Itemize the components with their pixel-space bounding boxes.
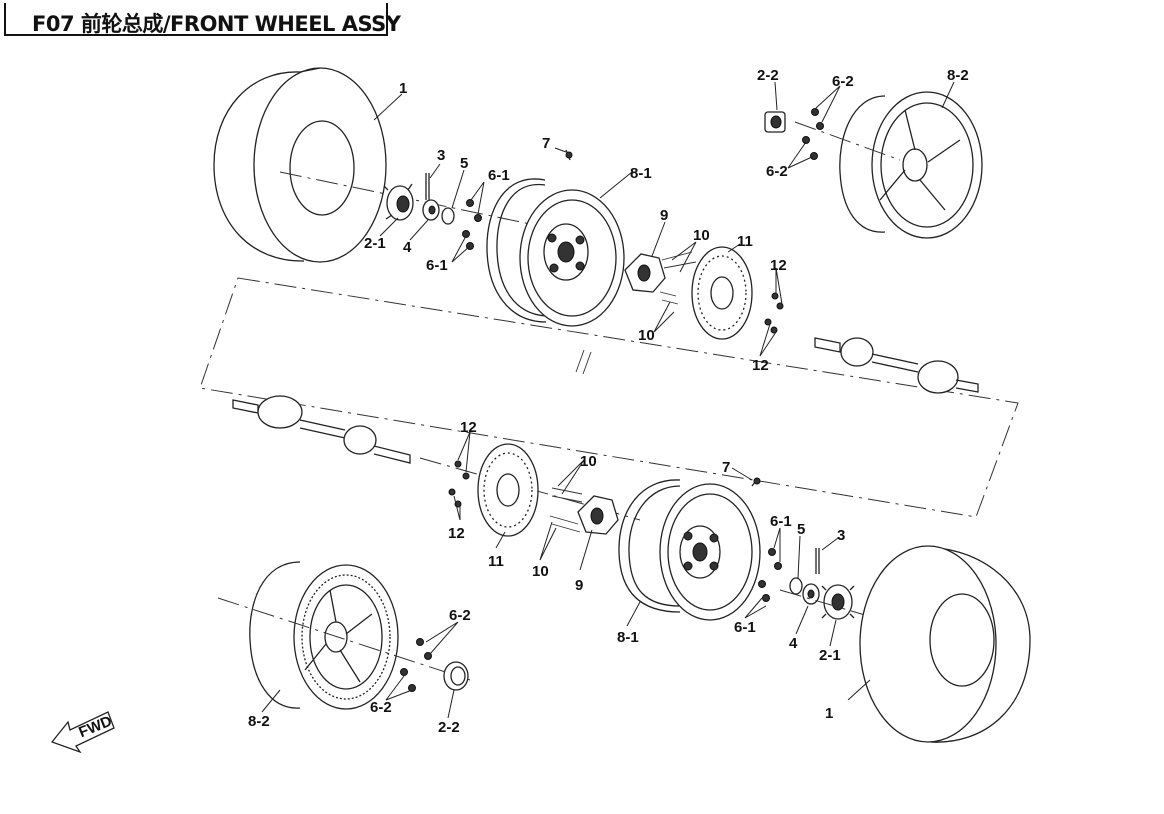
- alloy-wheel-upper: [839, 91, 983, 239]
- frame-break-mark: [575, 349, 592, 375]
- axle-line-alloy-lower: [217, 597, 471, 681]
- axle-line-alloy-upper: [794, 121, 901, 161]
- hub-studs-lower: [549, 487, 583, 533]
- wheel-hub-lower: [577, 495, 619, 535]
- callout-2-1: 2-1: [819, 647, 841, 664]
- steel-wheel-upper: [486, 178, 625, 327]
- lug-nuts-lower: [758, 548, 782, 602]
- callout-6-1: 6-1: [770, 513, 792, 530]
- callout-2-1: 2-1: [364, 235, 386, 252]
- callout-6-1: 6-1: [488, 167, 510, 184]
- callout-10: 10: [638, 327, 655, 344]
- washer-upper: [441, 207, 455, 225]
- callout-1: 1: [825, 705, 833, 722]
- callout-12: 12: [752, 357, 769, 374]
- fwd-arrow-icon: FWD: [50, 711, 115, 754]
- callout-7: 7: [722, 459, 730, 476]
- brake-disc-lower: [477, 443, 539, 537]
- drive-shaft-lower: [232, 395, 411, 464]
- lug-nuts-alloy-upper: [802, 108, 824, 160]
- center-cap-lower: [443, 661, 469, 691]
- callout-4: 4: [789, 635, 798, 652]
- disc-bolts-upper: [764, 292, 784, 334]
- hub-cap-lower: [821, 584, 855, 620]
- callout-8-1: 8-1: [617, 629, 639, 646]
- callout-5: 5: [797, 521, 805, 538]
- callout-1: 1: [399, 80, 407, 97]
- castle-nut-lower: [802, 583, 820, 605]
- callout-11: 11: [737, 233, 753, 250]
- callout-6-2: 6-2: [832, 73, 854, 90]
- callout-11: 11: [488, 553, 504, 570]
- callout-9: 9: [660, 207, 668, 224]
- tire-upper: [213, 67, 387, 263]
- callout-12: 12: [770, 257, 787, 274]
- callout-8-1: 8-1: [630, 165, 652, 182]
- tire-lower: [859, 545, 1031, 743]
- castle-nut-upper: [422, 199, 440, 221]
- callout-12: 12: [448, 525, 465, 542]
- callout-6-2: 6-2: [766, 163, 788, 180]
- callout-4: 4: [403, 239, 412, 256]
- hub-cap-upper: [383, 183, 414, 221]
- callout-labels: 1 3 5 6-1 6-1 2-1 4 7 8-1 9 10 10 11 12 …: [248, 67, 969, 736]
- leader-lines: [261, 81, 955, 719]
- callout-3: 3: [837, 527, 845, 544]
- alloy-wheel-lower: [249, 561, 399, 710]
- callout-6-2: 6-2: [449, 607, 471, 624]
- callout-9: 9: [575, 577, 583, 594]
- callout-8-2: 8-2: [947, 67, 969, 84]
- callout-8-2: 8-2: [248, 713, 270, 730]
- callout-12: 12: [460, 419, 477, 436]
- callout-3: 3: [437, 147, 445, 164]
- callout-10: 10: [580, 453, 597, 470]
- washer-lower: [789, 577, 803, 595]
- steel-wheel-lower: [618, 479, 761, 621]
- brake-disc-upper: [691, 246, 753, 340]
- assembly-link-frame: [199, 277, 1019, 518]
- wheel-hub-upper: [624, 253, 666, 293]
- callout-6-1: 6-1: [734, 619, 756, 636]
- lug-nuts-upper: [462, 199, 482, 250]
- disc-bolts-lower: [448, 460, 470, 508]
- title-box: F07 前轮总成/FRONT WHEEL ASSY: [4, 3, 401, 36]
- callout-2-2: 2-2: [757, 67, 779, 84]
- cotter-pin-lower: [815, 548, 820, 574]
- callout-2-2: 2-2: [438, 719, 460, 736]
- callout-6-1: 6-1: [426, 257, 448, 274]
- callout-6-2: 6-2: [370, 699, 392, 716]
- diagram-title: F07 前轮总成/FRONT WHEEL ASSY: [32, 12, 401, 36]
- callout-7: 7: [542, 135, 550, 152]
- cotter-pin-upper: [425, 173, 430, 200]
- center-cap-upper: [764, 111, 786, 133]
- callout-10: 10: [532, 563, 549, 580]
- drive-shaft-upper: [814, 337, 979, 394]
- callout-10: 10: [693, 227, 710, 244]
- callout-5: 5: [460, 155, 468, 172]
- lug-nuts-alloy-lower: [400, 638, 432, 692]
